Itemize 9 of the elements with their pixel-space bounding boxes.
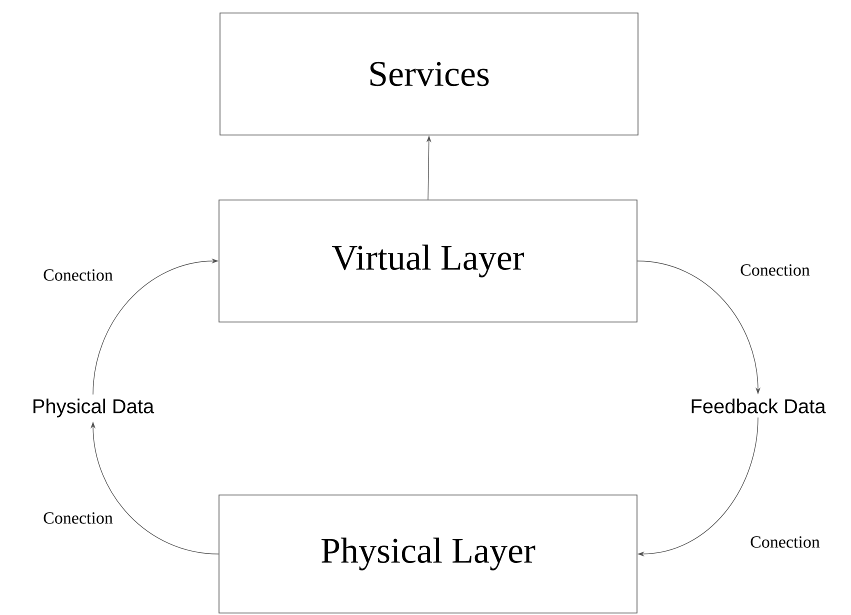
edge-label: Conection xyxy=(739,263,811,277)
layer-box: Services xyxy=(220,12,638,136)
edge-label: Conection xyxy=(749,535,821,549)
edge-label: Conection xyxy=(42,511,114,525)
layer-box: Physical Layer xyxy=(218,494,638,614)
data-label: Feedback Data xyxy=(692,398,826,414)
edge-label: Conection xyxy=(42,268,114,282)
layer-box: Virtual Layer xyxy=(218,200,638,322)
data-label: Physical Data xyxy=(34,398,154,418)
